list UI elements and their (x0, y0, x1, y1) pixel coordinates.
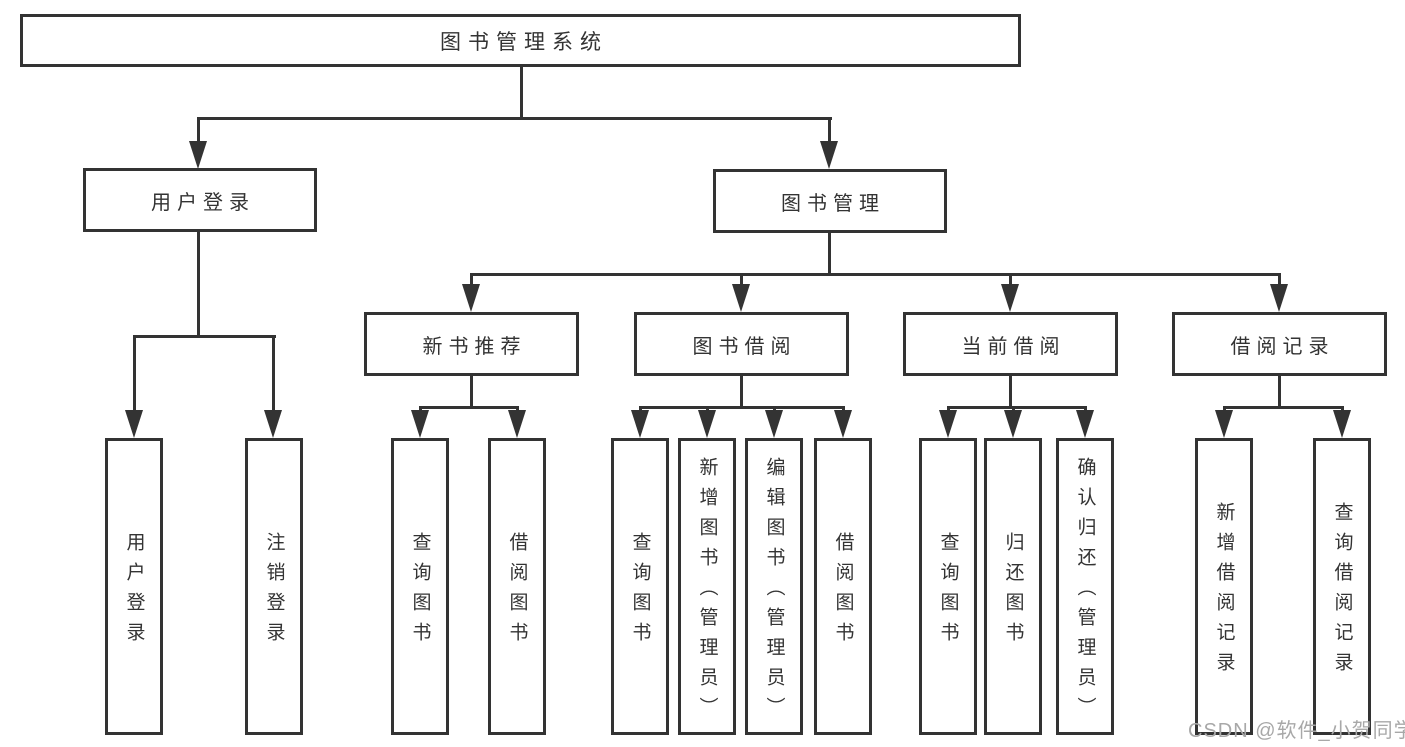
arrowhead-down-icon (820, 141, 838, 169)
connector-borrowrecord-branch (1223, 406, 1343, 409)
leaf-newbook-borrow-book: 借阅图书 (488, 438, 546, 735)
leaf-logout: 注销登录 (245, 438, 303, 735)
arrowhead-down-icon (631, 410, 649, 438)
node-user-login: 用户登录 (83, 168, 317, 232)
node-current-borrow: 当前借阅 (903, 312, 1118, 376)
node-book-borrow: 图书借阅 (634, 312, 849, 376)
arrowhead-down-icon (1333, 410, 1351, 438)
node-book-management: 图书管理 (713, 169, 947, 233)
arrowhead-down-icon (939, 410, 957, 438)
node-new-book-recommend: 新书推荐 (364, 312, 579, 376)
node-borrow-record: 借阅记录 (1172, 312, 1387, 376)
connector-bookmgmt-trunk (828, 232, 831, 273)
arrowhead-down-icon (765, 410, 783, 438)
arrowhead-down-icon (1001, 284, 1019, 312)
arrowhead-down-icon (732, 284, 750, 312)
connector-to-new-book (470, 273, 473, 286)
arrowhead-down-icon (125, 410, 143, 438)
arrowhead-down-icon (508, 410, 526, 438)
connector-to-current-borrow (1009, 273, 1012, 286)
leaf-return-book: 归还图书 (984, 438, 1042, 735)
arrowhead-down-icon (834, 410, 852, 438)
leaf-borrow-query-book: 查询图书 (611, 438, 669, 735)
connector-borrowrecord-trunk (1278, 374, 1281, 406)
connector-newbook-trunk (470, 374, 473, 406)
leaf-add-book-admin: 新增图书（管理员） (678, 438, 736, 735)
connector-to-leaf (133, 335, 136, 412)
connector-to-book-borrow (740, 273, 743, 286)
arrowhead-down-icon (1270, 284, 1288, 312)
node-library-management-system: 图书管理系统 (20, 14, 1021, 67)
arrowhead-down-icon (1215, 410, 1233, 438)
connector-to-leaf (272, 335, 275, 412)
arrowhead-down-icon (462, 284, 480, 312)
leaf-newbook-query-book: 查询图书 (391, 438, 449, 735)
connector-root-branch (197, 117, 832, 120)
leaf-current-query-book: 查询图书 (919, 438, 977, 735)
connector-currentborrow-branch (947, 406, 1086, 409)
connector-userlogin-branch (133, 335, 276, 338)
connector-to-borrow-record (1278, 273, 1281, 286)
csdn-watermark: CSDN @软件_小贺同学 (1188, 720, 1405, 742)
arrowhead-down-icon (411, 410, 429, 438)
leaf-confirm-return-admin: 确认归还（管理员） (1056, 438, 1114, 735)
leaf-edit-book-admin: 编辑图书（管理员） (745, 438, 803, 735)
arrowhead-down-icon (189, 141, 207, 169)
connector-to-book-mgmt (828, 117, 831, 143)
arrowhead-down-icon (1004, 410, 1022, 438)
arrowhead-down-icon (698, 410, 716, 438)
arrowhead-down-icon (264, 410, 282, 438)
leaf-query-borrow-record: 查询借阅记录 (1313, 438, 1371, 735)
leaf-add-borrow-record: 新增借阅记录 (1195, 438, 1253, 735)
leaf-user-login: 用户登录 (105, 438, 163, 735)
arrowhead-down-icon (1076, 410, 1094, 438)
connector-bookmgmt-branch (470, 273, 1281, 276)
connector-root-trunk (520, 66, 523, 118)
connector-to-user-login (197, 117, 200, 143)
connector-bookborrow-trunk (740, 374, 743, 406)
connector-newbook-branch (419, 406, 519, 409)
leaf-borrow-book: 借阅图书 (814, 438, 872, 735)
connector-bookborrow-branch (639, 406, 844, 409)
connector-currentborrow-trunk (1009, 374, 1012, 406)
connector-userlogin-trunk (197, 231, 200, 335)
